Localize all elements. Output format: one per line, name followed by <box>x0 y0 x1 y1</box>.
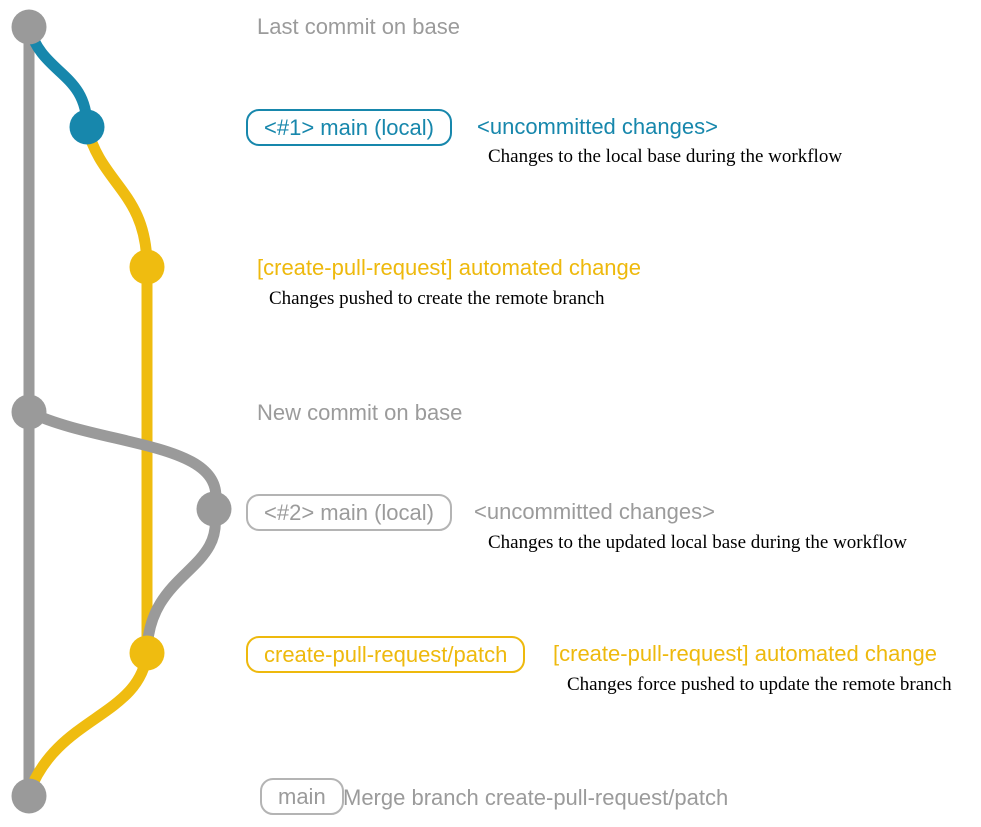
heading-last-commit-on-base: Last commit on base <box>257 14 460 39</box>
note-uncommitted-changes-2: <uncommitted changes> <box>474 499 715 524</box>
heading-new-commit-on-base: New commit on base <box>257 400 463 425</box>
badge-main-local-1: <#1> main (local) <box>246 109 452 146</box>
desc-local-base-changes-1: Changes to the local base during the wor… <box>488 146 843 167</box>
commit-node-local-main-1 <box>69 109 105 145</box>
commit-message-automated-change-1: [create-pull-request] automated change <box>257 255 642 280</box>
patch-branch-edge-top <box>81 125 153 268</box>
git-graph <box>11 9 232 814</box>
desc-local-base-changes-2: Changes to the updated local base during… <box>488 532 907 553</box>
note-uncommitted-changes-1: <uncommitted changes> <box>477 114 718 139</box>
desc-pushed-to-create-remote: Changes pushed to create the remote bran… <box>269 288 605 309</box>
base-update-edge-out <box>26 407 222 511</box>
desc-force-pushed-to-update-remote: Changes force pushed to update the remot… <box>567 674 952 695</box>
patch-branch-merge-edge <box>23 652 153 795</box>
base-update-edge-in <box>141 507 221 654</box>
commit-node-patch-1 <box>129 249 165 285</box>
commit-node-merge <box>11 778 47 814</box>
commit-node-base-1 <box>11 9 47 45</box>
commit-message-merge-branch: Merge branch create-pull-request/patch <box>343 785 729 810</box>
commit-node-patch-2 <box>129 635 165 671</box>
commit-message-automated-change-2: [create-pull-request] automated change <box>553 641 938 666</box>
commit-node-local-main-2 <box>196 491 232 527</box>
commit-node-base-2 <box>11 394 47 430</box>
badge-create-pull-request-patch: create-pull-request/patch <box>246 636 526 673</box>
badge-main: main <box>260 778 344 815</box>
badge-main-local-2: <#2> main (local) <box>246 494 452 531</box>
